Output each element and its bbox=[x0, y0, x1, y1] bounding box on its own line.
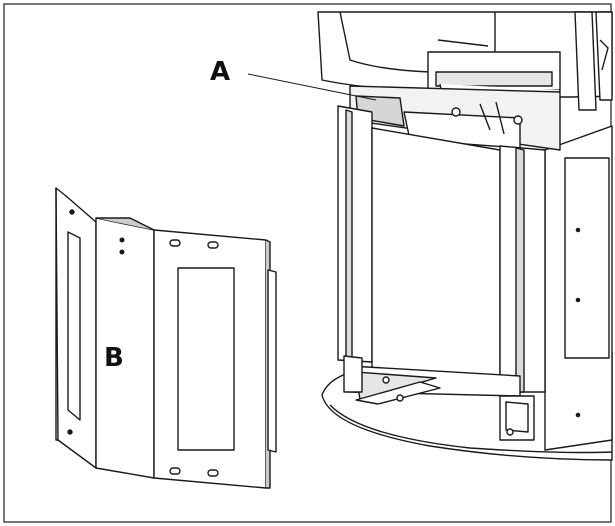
stove-body bbox=[317, 11, 613, 451]
side-panel-b bbox=[55, 187, 277, 489]
callout-label-a: A bbox=[210, 57, 230, 87]
callout-a-leader bbox=[247, 73, 377, 101]
callout-label-b: B bbox=[104, 343, 124, 373]
